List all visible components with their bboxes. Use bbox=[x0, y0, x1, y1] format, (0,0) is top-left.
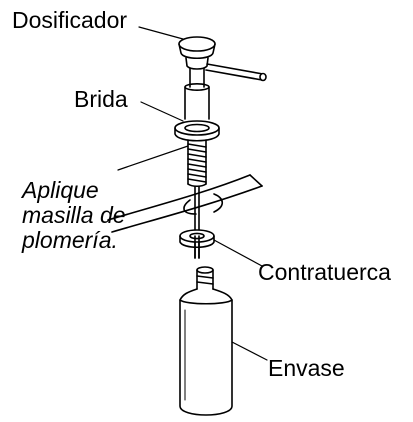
counter-deck bbox=[108, 175, 262, 232]
leader-bottle bbox=[232, 342, 267, 360]
instruction-line-2: masilla de bbox=[22, 202, 126, 228]
locknut bbox=[180, 230, 214, 258]
flange bbox=[175, 121, 219, 141]
bottle-neck bbox=[197, 267, 213, 289]
leader-lines bbox=[118, 27, 267, 360]
leader-instruction bbox=[118, 146, 188, 170]
leader-flange bbox=[141, 102, 183, 121]
dispenser-head bbox=[179, 37, 266, 119]
leader-locknut bbox=[214, 240, 262, 266]
threaded-shank bbox=[188, 140, 206, 186]
label-locknut: Contratuerca bbox=[258, 259, 391, 285]
label-dispenser: Dosificador bbox=[12, 7, 128, 33]
label-bottle: Envase bbox=[268, 355, 345, 381]
leader-dispenser bbox=[139, 27, 183, 39]
label-flange: Brida bbox=[74, 86, 128, 112]
instruction-line-1: Aplique bbox=[22, 177, 99, 203]
instruction-note: Aplique masilla de plomería. bbox=[22, 178, 126, 253]
bottle bbox=[180, 289, 232, 415]
instruction-line-3: plomería. bbox=[22, 227, 118, 253]
